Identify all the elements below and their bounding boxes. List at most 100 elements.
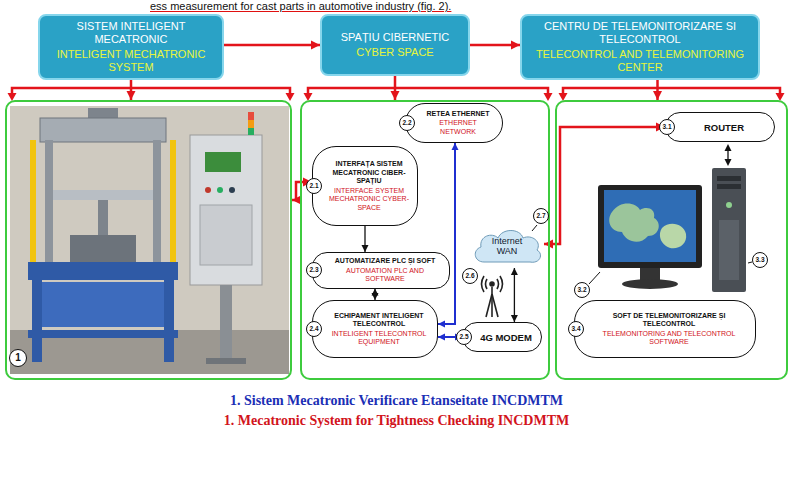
machine-photo <box>10 106 289 374</box>
figure-reference: ess measurement for cast parts in automo… <box>150 0 750 13</box>
machine-photo <box>248 128 254 135</box>
callout-number: 3.1 <box>659 119 675 135</box>
machine-photo <box>98 200 108 235</box>
machine-photo <box>190 135 262 285</box>
antenna-symbol <box>497 279 499 289</box>
antenna-symbol <box>486 294 492 317</box>
machine-photo <box>170 140 176 262</box>
component-name: RETEA ETHERNET <box>426 110 489 119</box>
machine-photo <box>28 262 178 280</box>
component-oval: 2.2RETEA ETHERNETETHERNET NETWORK <box>405 103 503 143</box>
arrowhead <box>653 91 662 100</box>
arrowhead <box>511 315 518 322</box>
callout-number: 2.6 <box>462 268 478 284</box>
connector <box>127 80 136 100</box>
computer-picture <box>598 185 702 268</box>
computer-picture <box>726 202 732 208</box>
component-name: INTERFAȚA SISTEM MECATRONIC CIBER-SPAȚIU <box>329 160 409 186</box>
caption-line: 1. Sistem Mecatronic Verificare Etanseit… <box>0 392 793 410</box>
connector <box>470 41 520 50</box>
component-oval: 2.3AUTOMATIZARE PLC ȘI SOFTAUTOMATION PL… <box>312 252 450 289</box>
component-oval: 2.4ECHIPAMENT INTELIGENT TELECONTROLINTE… <box>312 300 438 358</box>
machine-photo <box>32 280 42 362</box>
arrowhead <box>438 334 445 341</box>
antenna-symbol <box>491 287 493 317</box>
connector <box>544 123 665 249</box>
component-translation: INTERFACE SYSTEM MECHATRONIC CYBER-SPACE <box>329 187 409 213</box>
machine-photo <box>206 358 246 364</box>
callout-number: 3.3 <box>752 252 768 268</box>
box-title: SPAȚIU CIBERNETIC <box>341 31 450 44</box>
connector-line <box>438 143 455 324</box>
box-subtitle: CYBER SPACE <box>356 46 433 59</box>
connector <box>362 226 369 252</box>
callout-number: 3.4 <box>568 321 584 337</box>
machine-photo <box>10 106 289 374</box>
component-oval: 2.54G MODEM <box>462 322 542 352</box>
machine-photo <box>53 190 153 200</box>
router-computer-wire <box>727 150 728 160</box>
computer-picture <box>712 168 746 292</box>
box-subtitle: TELECONTROL AND TELEMONITORING CENTER <box>528 48 752 74</box>
machine-photo <box>248 120 254 128</box>
connector-line <box>224 44 320 47</box>
arrowhead <box>511 268 518 275</box>
computer-picture <box>640 268 660 280</box>
component-oval: 3.1ROUTER <box>665 112 775 142</box>
computer-picture <box>598 168 746 292</box>
bracket-arrowheads <box>544 93 553 101</box>
component-name: SOFT DE TELEMONITORIZARE ȘI TELECONTROL <box>591 312 747 329</box>
title-box: SISTEM INTELIGENT MECATRONICINTELIGENT M… <box>38 14 224 80</box>
connector <box>391 76 400 100</box>
connector <box>372 289 379 301</box>
component-translation: INTELIGENT TELECONTROL EQUIPMENT <box>329 330 429 347</box>
component-translation: TELEMONITORING AND TELECONTROL SOFTWARE <box>591 330 747 347</box>
machine-photo <box>42 282 164 327</box>
cloud-outline <box>475 231 540 263</box>
arrowhead <box>511 41 520 50</box>
connector <box>653 80 662 100</box>
leader-lines <box>532 225 752 284</box>
connector <box>511 268 518 322</box>
callout-number: 2.7 <box>533 208 549 224</box>
arrowhead <box>311 41 320 50</box>
connector-line <box>544 127 665 244</box>
group-panel: 2.1INTERFAȚA SISTEM MECATRONIC CIBER-SPA… <box>300 100 550 380</box>
bracket-lines <box>12 88 290 96</box>
group-panel: 3.1ROUTER3.4SOFT DE TELEMONITORIZARE ȘI … <box>555 100 788 380</box>
component-oval: 3.4SOFT DE TELEMONITORIZARE ȘI TELECONTR… <box>574 300 756 358</box>
machine-photo <box>28 330 178 338</box>
router-computer-arrowheads <box>725 144 732 166</box>
antenna-symbol <box>482 276 485 292</box>
computer-picture <box>717 176 741 181</box>
connector <box>224 41 320 50</box>
bracket-lines <box>563 88 780 96</box>
component-name: ROUTER <box>704 122 744 133</box>
callout-number: 1 <box>9 349 27 367</box>
title-box: CENTRU DE TELEMONITORIZARE SI TELECONTRO… <box>520 14 760 80</box>
router-computer-arrowheads <box>725 144 732 151</box>
router-computer-arrowheads <box>725 159 732 166</box>
arrowhead <box>127 91 136 100</box>
arrowhead <box>438 321 445 328</box>
machine-photo <box>217 187 223 193</box>
machine-photo <box>248 112 254 120</box>
box-subtitle: INTELIGENT MECHATRONIC SYSTEM <box>46 48 216 74</box>
arrowhead <box>362 245 369 252</box>
title-box: SPAȚIU CIBERNETIC CYBER SPACE <box>320 14 470 76</box>
group-panel <box>5 100 292 380</box>
computer-picture <box>717 184 741 189</box>
component-name: ECHIPAMENT INTELIGENT TELECONTROL <box>329 312 429 329</box>
router-computer-wire <box>727 150 728 160</box>
bracket-lines <box>308 88 548 96</box>
computer-picture <box>609 204 659 242</box>
callout-number: 2.2 <box>399 115 415 131</box>
antenna-symbol <box>492 294 498 317</box>
antenna-symbol <box>486 279 488 289</box>
component-translation: ETHERNET NETWORK <box>422 119 494 136</box>
machine-photo <box>205 187 211 193</box>
arrowhead <box>391 91 400 100</box>
arrowhead <box>452 143 459 150</box>
computer-picture <box>719 220 739 280</box>
machine-photo <box>40 118 166 142</box>
